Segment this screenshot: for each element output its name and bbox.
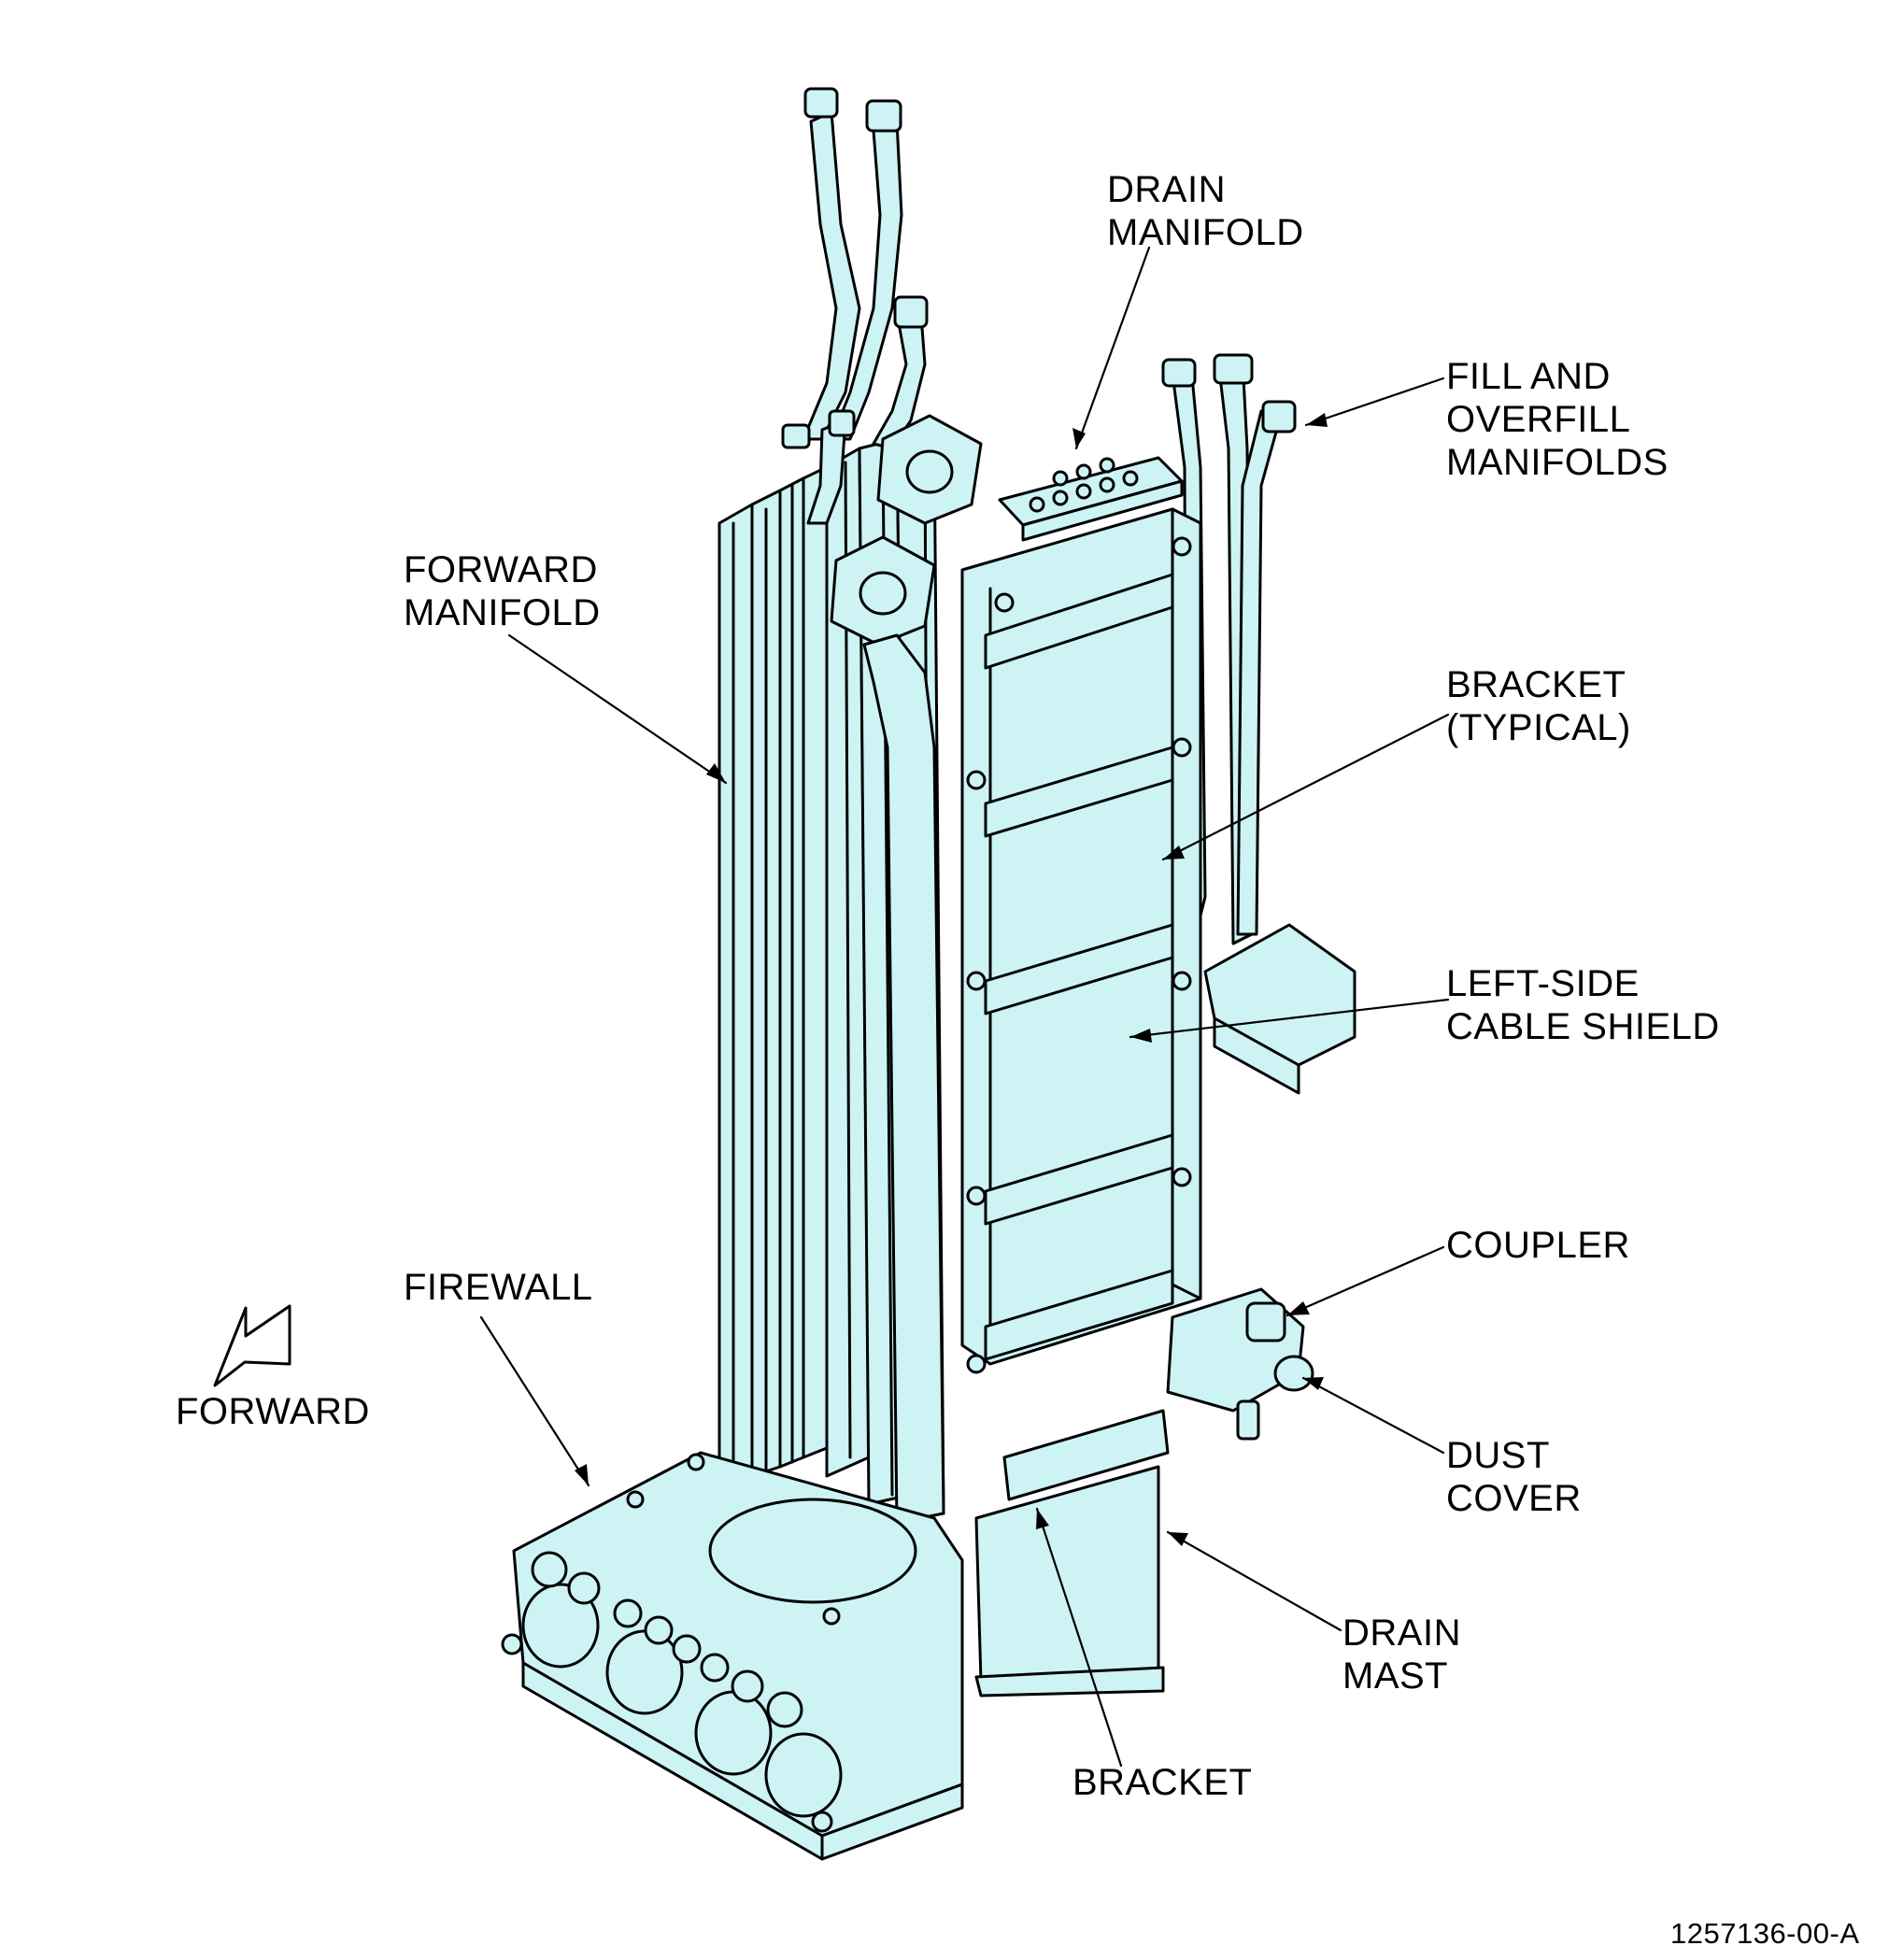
document-number: 1257136-00-A	[1670, 1917, 1860, 1950]
label-line: FORWARD	[176, 1391, 370, 1432]
drain-manifold	[998, 456, 1184, 542]
label-line: COUPLER	[1446, 1225, 1630, 1266]
label-bracket-typical: BRACKET (TYPICAL)	[1446, 663, 1631, 749]
label-line: DUST	[1446, 1435, 1550, 1476]
leader-lines	[479, 246, 1450, 1768]
label-drain-manifold: DRAIN MANIFOLD	[1107, 168, 1304, 254]
label-line: MAST	[1342, 1655, 1449, 1697]
label-line: (TYPICAL)	[1446, 707, 1631, 748]
coupler-assembly	[1166, 1287, 1314, 1441]
label-line: MANIFOLD	[404, 592, 601, 633]
label-line: OVERFILL	[1446, 399, 1631, 440]
label-line: MANIFOLDS	[1446, 442, 1669, 483]
label-bracket: BRACKET	[1072, 1761, 1252, 1804]
label-firewall: FIREWALL	[404, 1266, 593, 1309]
leader-arrowheads	[575, 413, 1328, 1546]
label-coupler: COUPLER	[1446, 1224, 1630, 1267]
label-line: FILL AND	[1446, 356, 1611, 397]
label-line: DRAIN	[1342, 1612, 1461, 1654]
flanges	[830, 414, 983, 1525]
firewall	[501, 1451, 964, 1861]
label-line: DRAIN	[1107, 169, 1226, 210]
label-left-side-cable-shield: LEFT-SIDE CABLE SHIELD	[1446, 962, 1720, 1048]
drain-mast	[974, 1409, 1170, 1697]
label-line: FORWARD	[404, 549, 598, 590]
label-line: BRACKET	[1072, 1762, 1253, 1803]
side-bracket-box	[1203, 923, 1356, 1095]
label-line: FIREWALL	[404, 1267, 593, 1308]
label-fill-overfill-manifolds: FILL AND OVERFILL MANIFOLDS	[1446, 355, 1669, 484]
label-line: MANIFOLD	[1107, 212, 1304, 253]
label-drain-mast: DRAIN MAST	[1342, 1612, 1461, 1697]
label-forward-manifold: FORWARD MANIFOLD	[404, 548, 601, 634]
label-forward-arrow: FORWARD	[176, 1390, 370, 1433]
forward-direction-arrow	[213, 1304, 291, 1387]
label-dust-cover: DUST COVER	[1446, 1434, 1582, 1520]
shield-fasteners	[966, 536, 1192, 1374]
label-line: BRACKET	[1446, 664, 1626, 705]
label-line: CABLE SHIELD	[1446, 1006, 1720, 1047]
shield-brackets	[984, 573, 1174, 1361]
label-line: COVER	[1446, 1478, 1582, 1519]
label-line: LEFT-SIDE	[1446, 963, 1640, 1004]
